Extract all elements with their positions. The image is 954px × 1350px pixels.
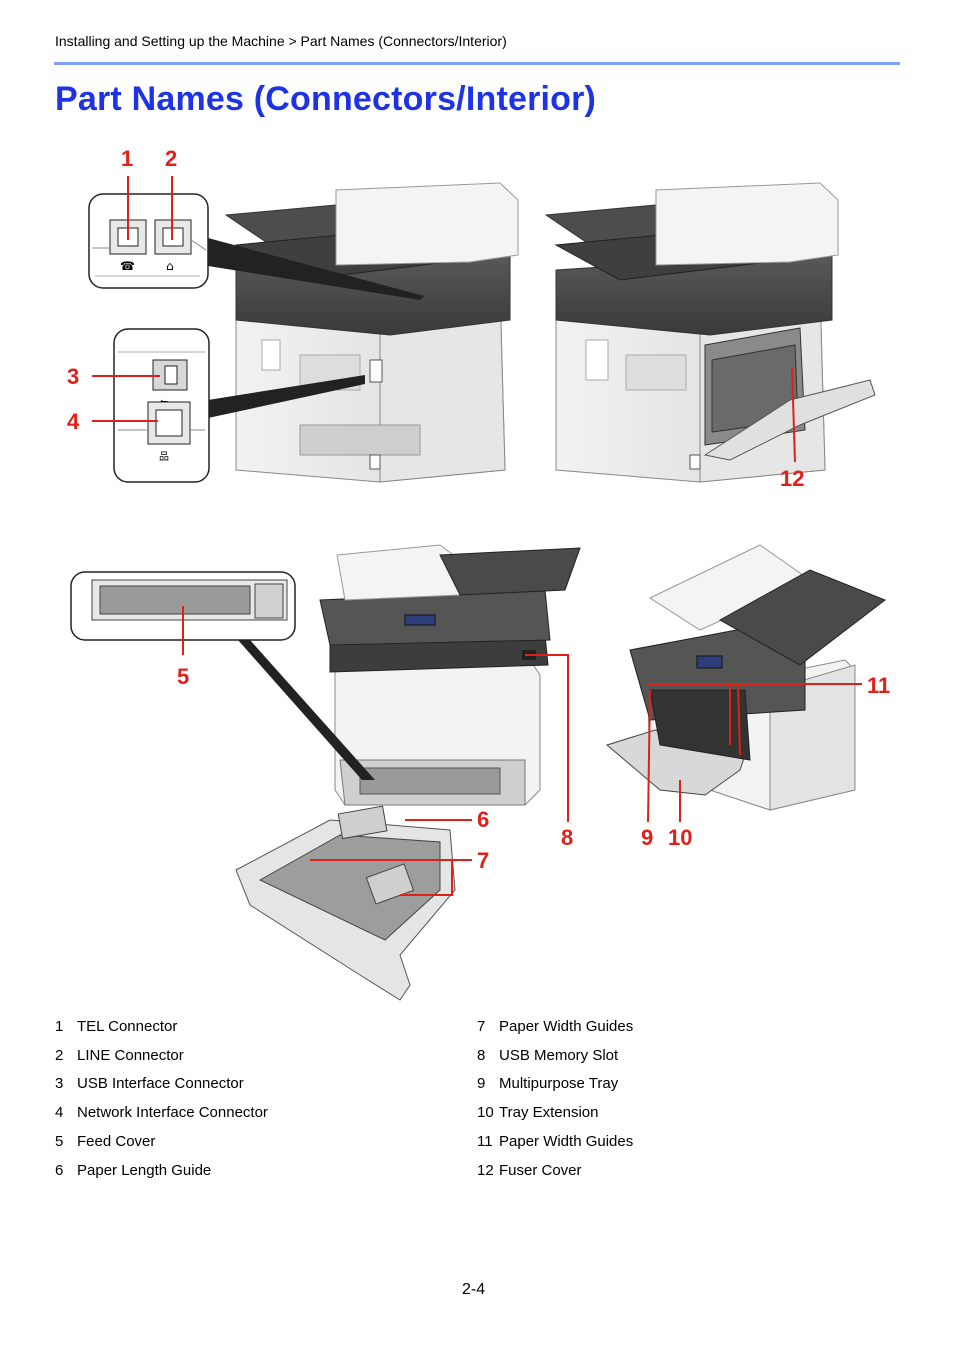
printer-front-right: [605, 544, 887, 811]
callout-4: 4: [67, 409, 80, 434]
network-icon: 品: [159, 451, 169, 463]
paper-cassette: [235, 805, 456, 1001]
header-rule: [54, 62, 900, 65]
callout-3: 3: [67, 364, 79, 389]
inset-tel-line: ☎ ⌂: [88, 193, 209, 289]
callout-6: 6: [477, 807, 489, 832]
callout-12: 12: [780, 466, 804, 491]
page-title: Part Names (Connectors/Interior): [55, 80, 597, 118]
phone-icon: ☎: [120, 259, 135, 273]
callout-5: 5: [177, 664, 189, 689]
callout-2: 2: [165, 146, 177, 171]
line-icon: ⌂: [166, 259, 174, 273]
breadcrumb: Installing and Setting up the Machine > …: [55, 33, 507, 49]
callout-7: 7: [477, 848, 489, 873]
printer-illustration: ☎ ⌂ ⭠ 品: [67, 146, 890, 1001]
callout-8: 8: [561, 825, 573, 850]
printer-front-center: [319, 544, 581, 806]
callout-10: 10: [668, 825, 692, 850]
callout-11: 11: [867, 673, 890, 698]
leader-lines: [92, 176, 862, 896]
printer-rear-left: [224, 182, 519, 483]
page-number: 2-4: [462, 1281, 486, 1298]
inset-usb-network: ⭠ 品: [113, 328, 210, 483]
printer-rear-right: [544, 182, 876, 483]
callout-1: 1: [121, 146, 133, 171]
callout-9: 9: [641, 825, 653, 850]
